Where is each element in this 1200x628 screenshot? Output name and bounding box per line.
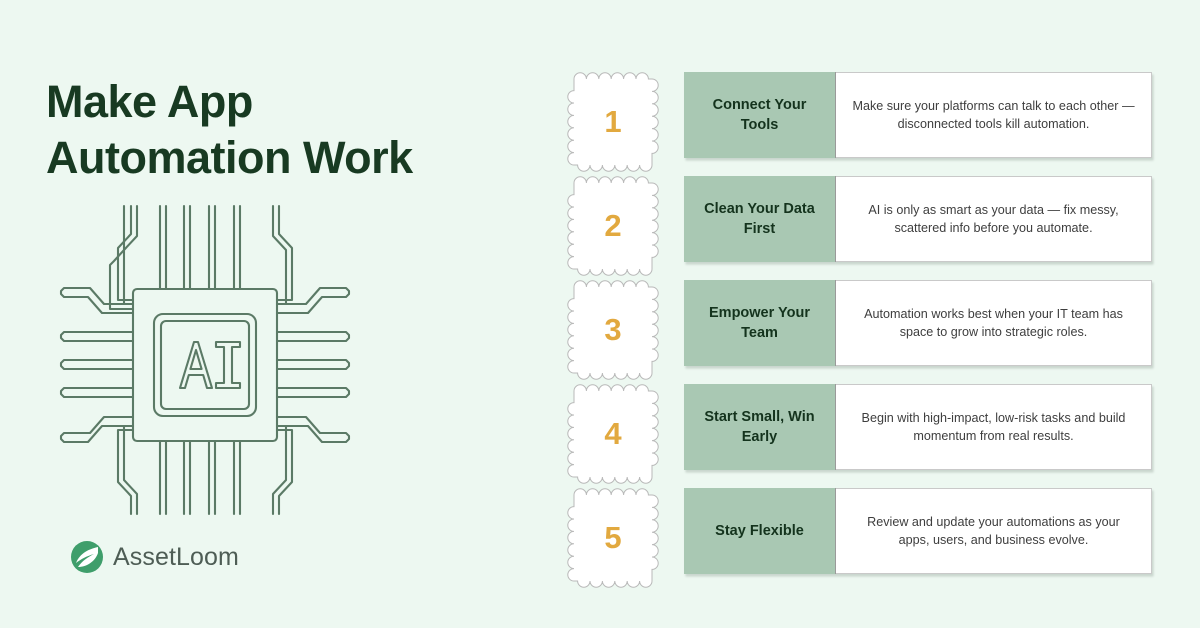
step-card: Connect Your Tools Make sure your platfo… [684,72,1152,158]
page-title-line-1: Make App [46,76,253,127]
step-description: Make sure your platforms can talk to eac… [852,99,1135,131]
step-description: Begin with high-impact, low-risk tasks a… [861,411,1126,443]
step-description-block: Review and update your automations as yo… [836,488,1152,574]
step-number: 4 [604,416,622,451]
step-heading: Empower Your Team [709,305,810,341]
step-row: 4 Start Small, Win Early Begin with high… [566,384,1158,484]
left-panel: Make App Automation Work [0,0,520,628]
step-row: 5 Stay Flexible Review and update your a… [566,488,1158,588]
step-description: Automation works best when your IT team … [864,307,1123,339]
page-title-line-2: Automation Work [46,132,413,183]
step-card: Stay Flexible Review and update your aut… [684,488,1152,574]
step-number: 1 [604,104,622,139]
step-row: 2 Clean Your Data First AI is only as sm… [566,176,1158,276]
step-heading: Connect Your Tools [712,97,807,133]
step-heading: Stay Flexible [715,523,804,539]
step-number: 5 [604,520,622,555]
ai-chip-icon [48,192,392,528]
steps-list: 1 Connect Your Tools Make sure your plat… [566,72,1158,588]
step-number: 2 [604,208,622,243]
brand-name: AssetLoom [113,542,239,571]
step-row: 1 Connect Your Tools Make sure your plat… [566,72,1158,172]
stamp-badge: 4 [566,382,660,486]
step-row: 3 Empower Your Team Automation works bes… [566,280,1158,380]
brand-logo: AssetLoom [70,540,239,574]
step-heading-block: Start Small, Win Early [684,384,836,470]
step-heading-block: Connect Your Tools [684,72,836,158]
stamp-badge: 1 [566,70,660,174]
page-title: Make App Automation Work [46,74,486,186]
leaf-circle-icon [70,540,104,574]
step-description: AI is only as smart as your data — fix m… [868,203,1119,235]
step-heading-block: Empower Your Team [684,280,836,366]
step-heading-block: Stay Flexible [684,488,836,574]
step-description: Review and update your automations as yo… [867,515,1120,547]
step-number: 3 [604,312,622,347]
stamp-badge: 2 [566,174,660,278]
stamp-badge: 5 [566,486,660,590]
step-card: Clean Your Data First AI is only as smar… [684,176,1152,262]
step-heading: Start Small, Win Early [704,409,815,445]
step-description-block: Make sure your platforms can talk to eac… [836,72,1152,158]
step-description-block: Begin with high-impact, low-risk tasks a… [836,384,1152,470]
step-heading-block: Clean Your Data First [684,176,836,262]
step-card: Empower Your Team Automation works best … [684,280,1152,366]
stamp-badge: 3 [566,278,660,382]
step-description-block: AI is only as smart as your data — fix m… [836,176,1152,262]
step-card: Start Small, Win Early Begin with high-i… [684,384,1152,470]
step-heading: Clean Your Data First [704,201,815,237]
step-description-block: Automation works best when your IT team … [836,280,1152,366]
